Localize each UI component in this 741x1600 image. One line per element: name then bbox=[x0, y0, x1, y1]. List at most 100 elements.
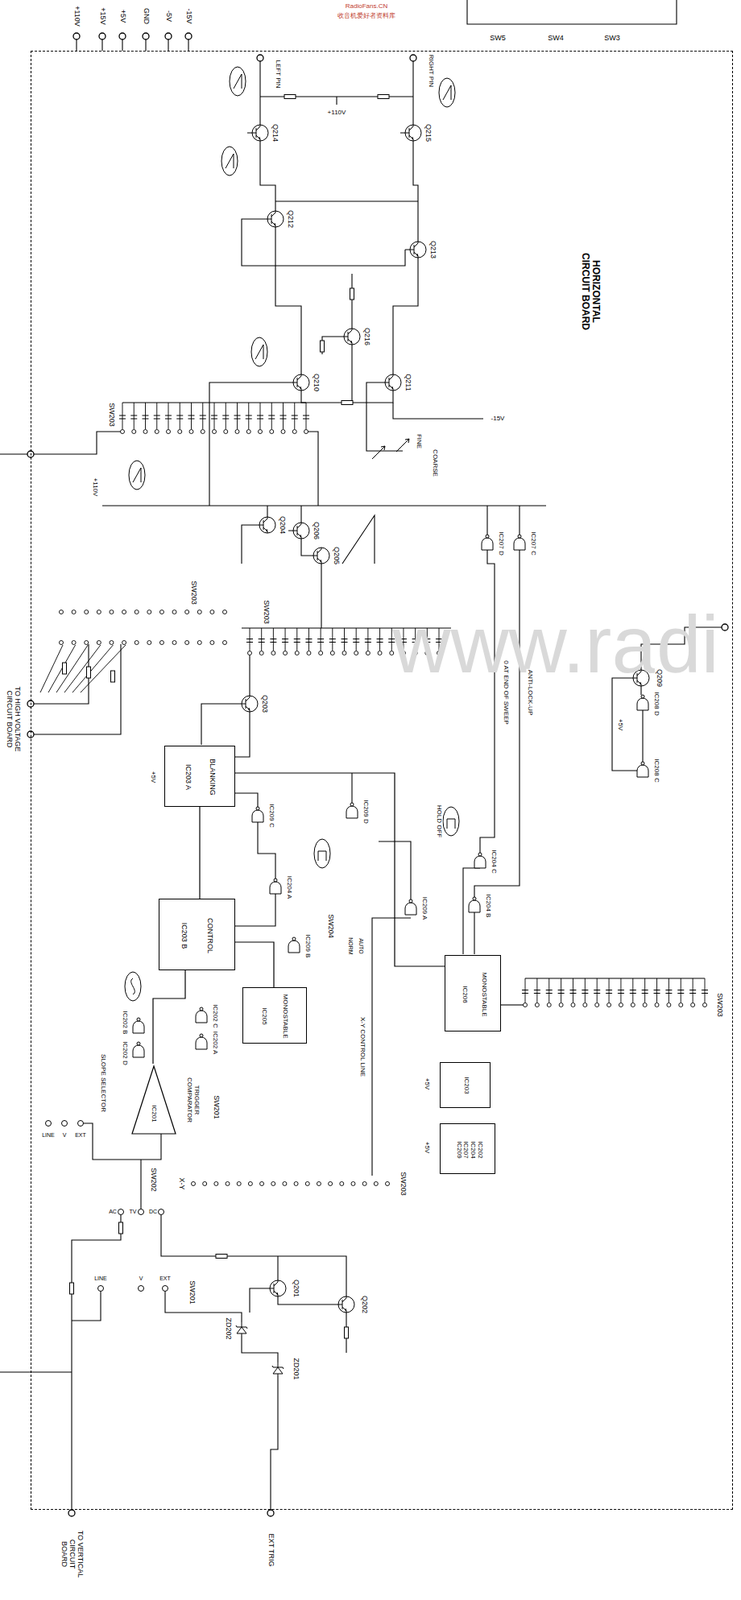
switch-contact bbox=[607, 1003, 612, 1008]
wire bbox=[342, 515, 375, 564]
gate-body bbox=[132, 1045, 145, 1058]
gate-bubble bbox=[136, 1018, 141, 1022]
schematic-label: V bbox=[62, 1132, 68, 1139]
gate-body bbox=[269, 881, 282, 895]
capacitor-symbol bbox=[188, 415, 195, 419]
capacitor-symbol bbox=[291, 415, 299, 419]
schematic-label: +5V bbox=[616, 718, 625, 732]
gate-body bbox=[513, 538, 526, 551]
schematic-label: +5V bbox=[149, 770, 158, 784]
wire bbox=[306, 431, 319, 506]
switch-contact bbox=[293, 1182, 299, 1187]
schematic-label: EXT bbox=[74, 1132, 87, 1139]
transistor-leads bbox=[262, 211, 276, 228]
waveform-callout bbox=[442, 807, 460, 837]
capacitor-symbol bbox=[701, 990, 708, 994]
switch-contact bbox=[191, 1182, 196, 1187]
gate-body bbox=[288, 940, 300, 953]
gate-body bbox=[195, 1010, 207, 1023]
capacitor-symbol bbox=[677, 990, 684, 994]
wire bbox=[64, 645, 101, 693]
schematic-label: HOLD OFF bbox=[435, 804, 443, 839]
resistor-symbol bbox=[284, 95, 296, 100]
circuit-board-outline: HORIZONTAL CIRCUIT BOARD IC203 A BLANKING I… bbox=[30, 50, 733, 1511]
wire bbox=[71, 1291, 101, 1321]
schematic-label: SW203 bbox=[398, 1171, 407, 1197]
switch-contact bbox=[154, 430, 159, 435]
schematic-label: Q215 bbox=[423, 123, 432, 143]
signal-connector bbox=[198, 807, 200, 899]
waveform-callout bbox=[229, 66, 246, 96]
capacitor-symbol bbox=[302, 415, 310, 419]
schematic-label: NORM bbox=[347, 936, 354, 956]
schematic-label: IC204 B bbox=[484, 894, 493, 920]
transistor-leads bbox=[405, 241, 419, 258]
node-text: HORIZONTAL CIRCUIT BOARD bbox=[579, 247, 601, 336]
waveform-callout bbox=[251, 337, 268, 367]
waveform-callout bbox=[314, 839, 331, 869]
node-text: IC203 A bbox=[183, 764, 192, 791]
transistor-leads bbox=[288, 522, 302, 539]
connector-pin bbox=[256, 54, 264, 62]
switch-contact bbox=[362, 1182, 367, 1187]
switch-contact bbox=[281, 430, 286, 435]
capacitor-symbol bbox=[317, 639, 324, 643]
switch-contact bbox=[134, 641, 139, 646]
wire bbox=[322, 336, 340, 355]
capacitor-symbol bbox=[629, 990, 637, 994]
transistor-leads bbox=[380, 374, 394, 391]
wire bbox=[351, 344, 352, 403]
waveform-trace bbox=[233, 74, 242, 89]
transistor-leads bbox=[247, 124, 261, 141]
capacitor-symbol bbox=[281, 639, 289, 643]
wire bbox=[393, 257, 419, 375]
wire bbox=[257, 822, 276, 879]
wire bbox=[351, 273, 352, 329]
switch-contact bbox=[212, 430, 217, 435]
transistor-leads bbox=[254, 517, 268, 534]
wire bbox=[270, 1375, 278, 1511]
capacitor-symbol bbox=[246, 639, 253, 643]
capacitor-symbol bbox=[641, 990, 649, 994]
power-pin-box: IC203 bbox=[439, 1062, 491, 1109]
transistor-symbol bbox=[308, 547, 330, 564]
node-text: BLANKING bbox=[207, 758, 216, 796]
schematic-label: IC202 D bbox=[121, 1040, 129, 1066]
switch-contact bbox=[618, 1003, 623, 1008]
nand-gate-symbol bbox=[269, 878, 282, 895]
wire bbox=[187, 39, 189, 51]
switch-contact bbox=[45, 1121, 52, 1127]
switch-contact bbox=[138, 1209, 145, 1216]
switch-contact bbox=[339, 1182, 344, 1187]
switch-contact bbox=[162, 1286, 169, 1292]
schematic-label: +110V bbox=[72, 4, 81, 28]
switch-contact bbox=[377, 651, 382, 656]
wire bbox=[351, 773, 352, 804]
transistor-symbol bbox=[254, 517, 276, 534]
schematic-label: SLOPE SELECTOR bbox=[99, 1053, 108, 1114]
wire bbox=[144, 39, 146, 51]
callout-outline bbox=[251, 337, 268, 367]
switch-contact bbox=[172, 610, 177, 615]
signal-connector bbox=[235, 942, 274, 988]
switch-contact bbox=[235, 430, 240, 435]
switch-contact bbox=[248, 1182, 253, 1187]
switch-contact bbox=[96, 641, 101, 646]
connector-pin bbox=[185, 33, 192, 40]
nand-gate-symbol bbox=[468, 897, 481, 913]
capacitor-symbol bbox=[617, 990, 625, 994]
capacitor-symbol bbox=[352, 639, 360, 643]
schematic-label: IC202 B bbox=[121, 1010, 129, 1036]
wire bbox=[259, 61, 261, 125]
switch-contact bbox=[558, 1003, 563, 1008]
capacitor-symbol bbox=[211, 415, 218, 419]
wire bbox=[518, 505, 520, 535]
wire bbox=[241, 525, 255, 564]
waveform-trace bbox=[132, 467, 141, 483]
wire bbox=[201, 703, 237, 746]
capacitor-symbol bbox=[280, 415, 287, 419]
schematic-label: X-Y bbox=[177, 1176, 186, 1191]
wire bbox=[473, 912, 475, 955]
switch-contact bbox=[197, 610, 202, 615]
